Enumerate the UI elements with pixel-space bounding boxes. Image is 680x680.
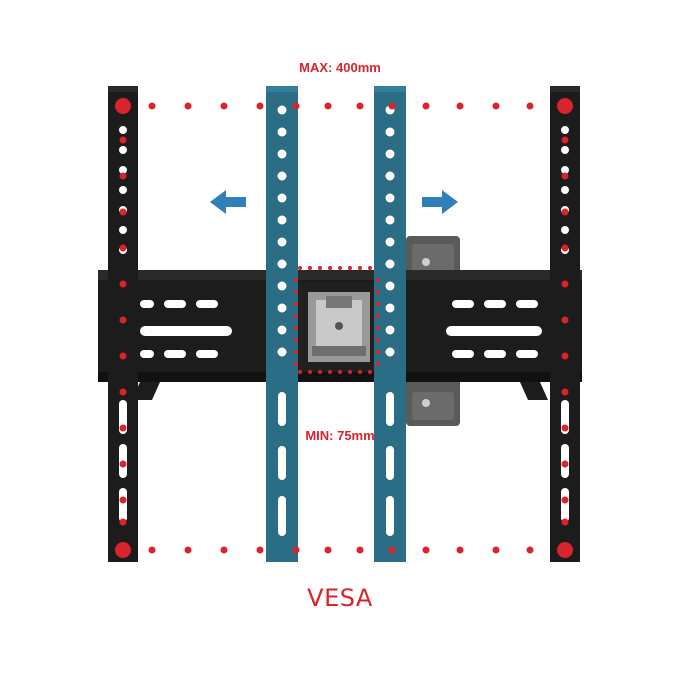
left-blue-arm — [266, 86, 298, 562]
right-vertical-arm — [550, 86, 580, 562]
vesa-min-square — [294, 266, 380, 374]
vesa-min-label: MIN: 75mm — [305, 428, 375, 443]
vesa-dots-bottom — [115, 542, 573, 558]
vesa-dots-left — [119, 136, 127, 526]
vesa-dots-top — [115, 98, 573, 114]
right-arrow-icon — [422, 190, 458, 214]
left-vertical-arm — [108, 86, 138, 562]
vesa-max-label: MAX: 400mm — [299, 60, 381, 75]
right-blue-arm — [374, 86, 406, 562]
vesa-caption: VESA — [307, 584, 373, 612]
lower-hooks — [132, 382, 548, 400]
center-pivot-bracket — [296, 282, 382, 372]
left-arrow-icon — [210, 190, 246, 214]
vesa-dots-right — [561, 136, 569, 526]
